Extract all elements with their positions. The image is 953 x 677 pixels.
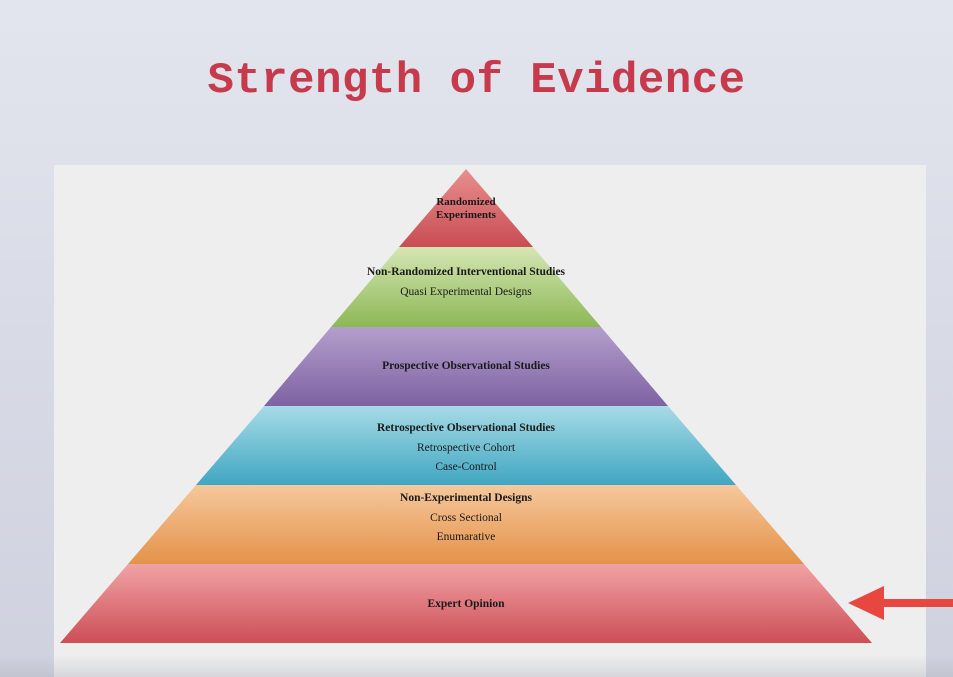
level-detail: Case-Control — [435, 460, 497, 473]
pyramid-layer-randomized-experiments — [399, 169, 533, 247]
level-heading: Randomized Experiments — [436, 196, 496, 222]
level-heading: Prospective Observational Studies — [382, 360, 550, 372]
level-detail: Quasi Experimental Designs — [400, 285, 532, 298]
bottom-shadow — [0, 655, 953, 677]
pyramid-layer-non-experimental — [128, 485, 804, 564]
level-heading: Retrospective Observational Studies — [376, 422, 556, 434]
level-retrospective-observational: Retrospective Observational Studies Retr… — [316, 422, 616, 474]
arrow-icon — [848, 586, 953, 620]
level-detail: Retrospective Cohort — [416, 441, 516, 454]
level-detail: Enumarative — [436, 530, 496, 543]
level-detail: Cross Sectional — [430, 511, 502, 524]
level-heading: Non-Randomized Interventional Studies — [366, 266, 566, 278]
level-randomized-experiments: Randomized Experiments — [406, 196, 526, 222]
slide-title: Strength of Evidence — [207, 56, 746, 106]
level-heading: Non-Experimental Designs — [400, 492, 532, 504]
pyramid-layer-prospective-observational — [264, 327, 668, 406]
pyramid-layer-expert-opinion — [60, 564, 872, 643]
pyramid-layer-non-randomized-interventional — [331, 247, 601, 327]
level-prospective-observational: Prospective Observational Studies — [316, 360, 616, 374]
pyramid-layer-retrospective-observational — [196, 406, 736, 485]
level-expert-opinion: Expert Opinion — [316, 598, 616, 612]
level-non-randomized-interventional: Non-Randomized Interventional Studies Qu… — [346, 266, 586, 300]
level-heading: Expert Opinion — [427, 598, 505, 610]
level-non-experimental: Non-Experimental Designs Cross Sectional… — [316, 492, 616, 544]
